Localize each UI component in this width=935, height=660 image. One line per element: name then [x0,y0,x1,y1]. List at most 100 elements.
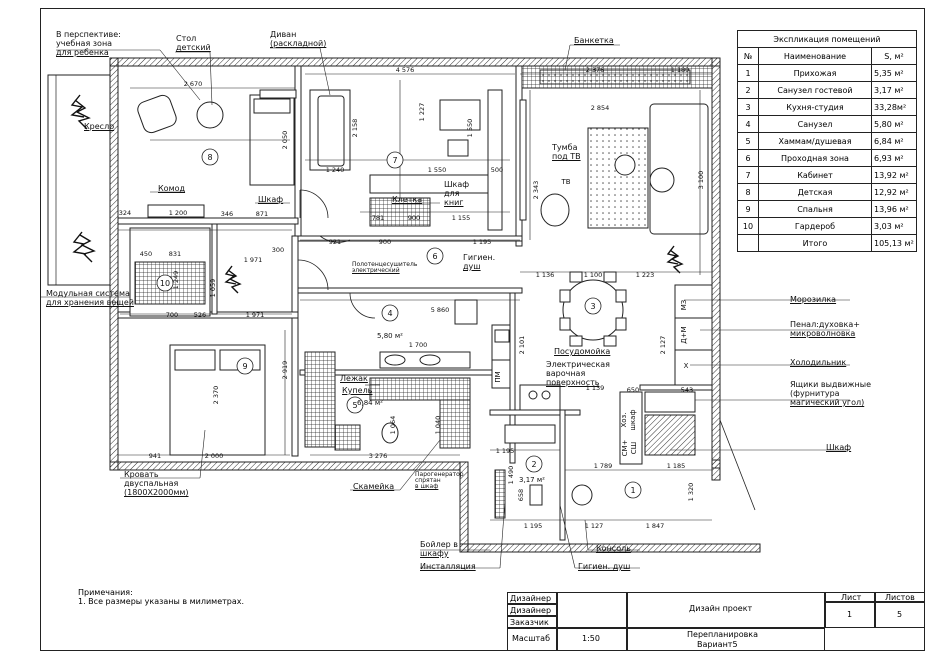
svg-text:1 136: 1 136 [536,271,555,279]
svg-text:1 100: 1 100 [584,271,603,279]
stamp-title-1: Перепланировка [687,630,759,639]
callout-bench-2: Скамейка [353,482,395,491]
svg-text:1 240: 1 240 [326,166,345,174]
label-smsh-2: СШ [630,442,638,454]
svg-text:5 860: 5 860 [431,306,450,314]
svg-text:1 189: 1 189 [671,66,690,74]
svg-text:543: 543 [681,386,693,394]
svg-text:526: 526 [194,311,206,319]
room-markers [156,148,642,499]
svg-text:831: 831 [169,250,181,258]
svg-text:1 064: 1 064 [389,416,397,435]
svg-text:871: 871 [256,210,268,218]
svg-text:1 550: 1 550 [466,119,474,138]
dimension-lines [118,73,712,521]
callout-chair: Кресло [84,122,115,131]
room-num-10: 10 [160,279,170,288]
callout-bench: Банкетка [574,36,614,45]
room-num-5: 5 [352,401,357,410]
callout-hyg-shower-bot: Гигиен. душ [578,562,631,571]
svg-text:658: 658 [517,489,525,501]
stamp-client: Заказчик [510,618,549,627]
svg-text:2 000: 2 000 [205,452,224,460]
svg-text:1 200: 1 200 [169,209,188,217]
svg-text:300: 300 [272,246,284,254]
callout-fridge: Холодильник [790,358,847,367]
notes: Примечания: 1. Все размеры указаны в мил… [78,588,245,606]
doors [297,189,756,511]
svg-text:1 195: 1 195 [524,522,543,530]
svg-text:1 195: 1 195 [473,238,492,246]
stamp-scale: 1:50 [582,634,600,643]
label-hoz-1: Хоз. [620,412,628,427]
callout-perspective: В перспективе: учебная зона для ребенка [56,30,121,57]
callout-cage: Клетка [392,195,423,204]
callout-wardrobe-1: Шкаф [258,195,284,204]
svg-text:2 919: 2 919 [281,361,289,380]
svg-text:2 101: 2 101 [518,336,526,355]
stamp-project: Дизайн проект [689,604,753,613]
callout-dishwasher: Посудомойка [554,347,611,356]
svg-text:2 376: 2 376 [586,66,605,74]
callout-hyg-shower-top: Гигиен.душ [463,253,496,271]
stamp-sheet-label: Лист [841,593,862,602]
svg-text:1 227: 1 227 [418,103,426,122]
callout-freezer: Морозилка [790,295,837,304]
stamp-title-2: Вариант5 [697,640,738,649]
svg-text:2 370: 2 370 [212,386,220,405]
callout-bath: Купель [342,386,373,395]
svg-text:1 490: 1 490 [507,466,515,485]
leader-lines [40,44,850,569]
label-dm: Д+М [680,326,688,343]
svg-text:2 127: 2 127 [659,336,667,355]
stamp-designer-2: Дизайнер [510,606,552,615]
explication-title: Экспликация помещений [737,30,917,48]
svg-text:900: 900 [379,238,391,246]
svg-text:1 040: 1 040 [434,416,442,435]
svg-text:1 971: 1 971 [246,311,265,319]
explication-table: Экспликация помещений № Наименование S, … [737,30,917,252]
banquette [539,69,691,85]
svg-text:1 223: 1 223 [636,271,655,279]
room-num-9: 9 [242,362,247,371]
svg-text:2 158: 2 158 [351,119,359,138]
svg-text:324: 324 [119,209,131,217]
svg-text:1 185: 1 185 [667,462,686,470]
room-area-5: 6,84 м² [357,399,383,407]
title-block: Дизайнер Дизайнер Заказчик Масштаб 1:50 … [507,592,925,651]
svg-text:2 670: 2 670 [184,80,203,88]
living-furniture [519,99,713,465]
stamp-scale-label: Масштаб [512,634,551,643]
svg-text:700: 700 [166,311,178,319]
svg-text:1 847: 1 847 [646,522,665,530]
bathroom-fixtures [304,299,593,519]
svg-text:1 789: 1 789 [594,462,613,470]
stamp-sheets-label: Листов [885,593,915,602]
dimension-texts: 2 670 4 576 2 376 1 189 2 854 2 050 2 15… [119,66,705,530]
svg-text:450: 450 [140,250,152,258]
callout-oven: Пенал:духовка+микроволновка [790,320,860,338]
svg-text:781: 781 [372,214,384,222]
callout-lounger: Лежак [340,374,368,383]
svg-text:650: 650 [627,386,639,394]
svg-text:1 195: 1 195 [496,447,515,455]
room-num-1: 1 [630,486,635,495]
callout-install: Инсталляция [420,562,476,571]
